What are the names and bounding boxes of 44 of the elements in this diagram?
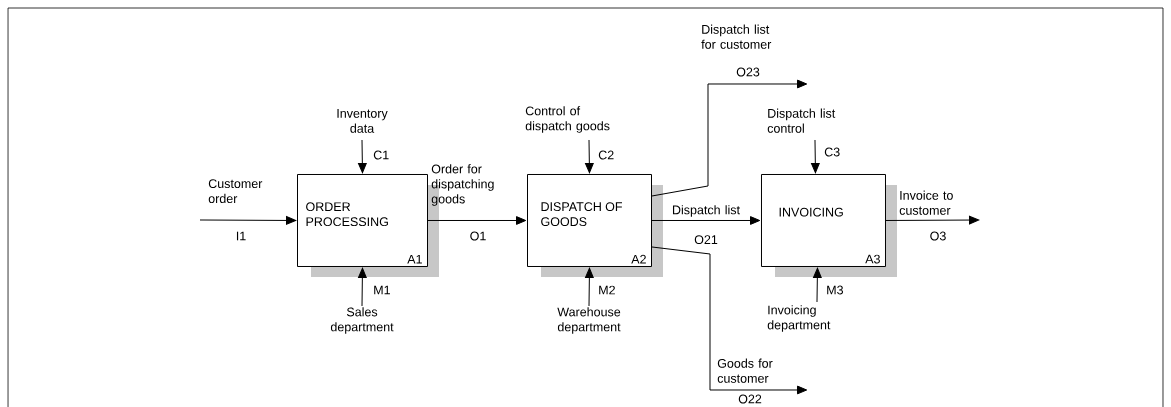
arrow-code: C3 [824,147,840,157]
arrow-code: O21 [694,235,718,245]
arrow [651,79,808,197]
arrow [358,267,367,307]
edge-label: Goods for customer [717,358,773,383]
arrow-code: O3 [930,231,946,241]
arrow [357,139,367,174]
arrow [885,215,980,225]
edge-label: Control of dispatch goods [525,106,610,133]
arrow [651,216,761,225]
box-title: INVOICING [779,207,843,217]
arrow-code: M3 [827,285,843,295]
edge-label: Warehouse department [557,307,621,334]
arrow-code: O22 [738,394,762,404]
box-title: DISPATCH OF GOODS [541,202,622,227]
edge-label: Customer order [208,179,263,204]
edge-label: Order for dispatching goods [431,164,494,206]
box-title: ORDER PROCESSING [306,202,388,227]
arrow-code: I1 [236,231,246,241]
arrow-code: M2 [599,285,615,295]
edge-label: Dispatch list [673,205,740,217]
box-code: A1 [407,254,422,264]
arrow-code: C1 [373,150,389,160]
edge-label: Invoicing department [767,305,831,332]
edge-label: Inventory data [337,109,388,133]
activity-box [761,174,897,277]
arrow [810,139,820,174]
arrow-code: M1 [374,285,390,295]
edge-label: Dispatch list control [767,108,836,133]
arrow [651,246,808,395]
box-code: A3 [865,254,880,264]
activity-box [527,174,663,277]
arrow-code: O1 [470,231,486,241]
edge-label: Sales department [330,307,394,334]
arrow [812,267,822,303]
edge-label: Invoice to customer [899,190,953,215]
arrow [427,216,527,225]
arrow [584,139,594,174]
arrow [585,267,594,307]
edge-label: Dispatch list for customer [701,24,772,49]
arrow-code: O23 [736,67,760,77]
box-code: A2 [631,254,646,264]
arrow [199,216,297,225]
arrow-code: C2 [598,150,614,160]
